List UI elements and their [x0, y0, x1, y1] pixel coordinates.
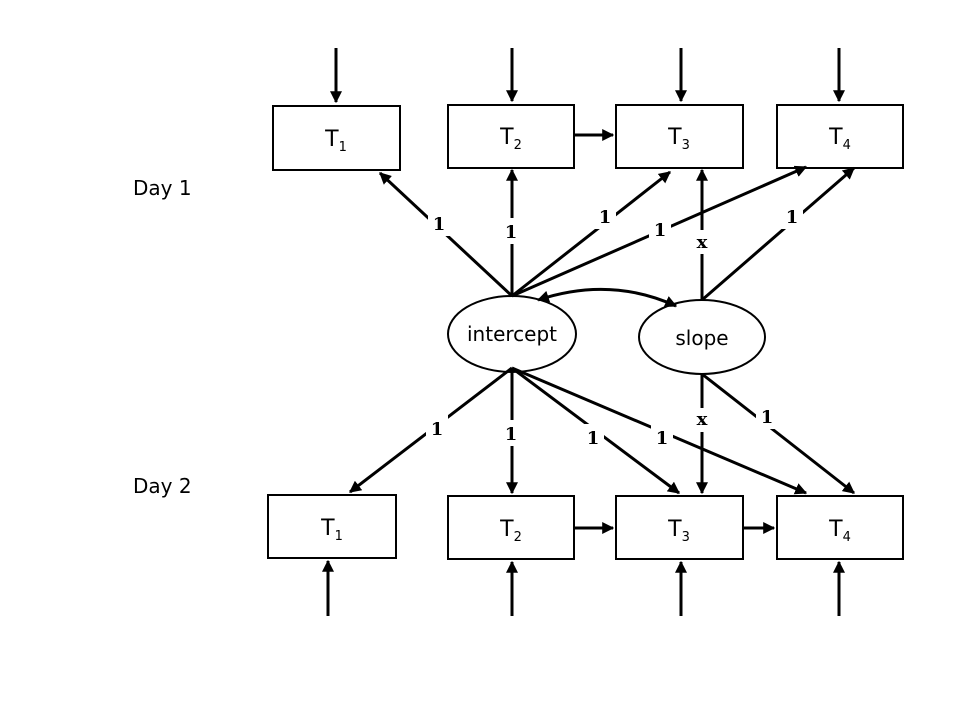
- label-d1-intercept-t1: 1: [433, 214, 446, 235]
- svg-text:T4: T4: [828, 517, 851, 545]
- loading-d1-intercept-t3: [511, 170, 671, 298]
- node-main: T: [667, 517, 682, 542]
- intercept-label: intercept: [467, 322, 557, 346]
- node-main: T: [667, 125, 682, 150]
- day2-node-t3: T3: [615, 495, 744, 560]
- svg-text:T1: T1: [324, 127, 347, 155]
- node-main: T: [828, 517, 843, 542]
- day1-error-arrows: [330, 48, 845, 104]
- node-sub: 4: [843, 530, 851, 545]
- node-sub: 2: [514, 530, 522, 545]
- node-main: T: [324, 127, 339, 152]
- label-d2-slope-t4: 1: [761, 407, 774, 428]
- label-d2-intercept-t4: 1: [656, 428, 669, 449]
- day2-error-arrows: [322, 559, 845, 616]
- day2-nodes: T1 T2 T3 T4: [267, 494, 904, 560]
- node-main: T: [499, 517, 514, 542]
- label-d1-intercept-t3: 1: [599, 207, 612, 228]
- svg-text:T3: T3: [667, 517, 690, 545]
- node-sub: 3: [682, 138, 690, 153]
- node-sub: 4: [843, 138, 851, 153]
- day2-loading-labels: 1 1 1 1 x 1: [426, 403, 778, 450]
- day1-node-t3: T3: [615, 104, 744, 169]
- day1-node-t2: T2: [447, 104, 575, 169]
- day2-node-t4: T4: [776, 495, 904, 560]
- svg-text:T3: T3: [667, 125, 690, 153]
- slope-factor: slope: [638, 299, 766, 375]
- label-d2-intercept-t2: 1: [505, 424, 518, 445]
- loading-d2-slope-t4: [701, 372, 855, 495]
- label-d2-slope-t3: x: [697, 409, 708, 430]
- node-main: T: [499, 125, 514, 150]
- node-sub: 1: [335, 529, 343, 544]
- svg-text:T4: T4: [828, 125, 851, 153]
- node-main: T: [320, 516, 335, 541]
- svg-text:T1: T1: [320, 516, 343, 544]
- label-d1-slope-t3: x: [697, 232, 708, 253]
- label-d2-intercept-t3: 1: [587, 428, 600, 449]
- svg-text:T2: T2: [499, 517, 522, 545]
- day2-label: Day 2: [133, 474, 192, 498]
- node-sub: 3: [682, 530, 690, 545]
- day1-loadings: [378, 165, 855, 302]
- day1-loading-labels: 1 1 1 1 x 1: [428, 203, 803, 254]
- node-sub: 2: [514, 138, 522, 153]
- day2-node-t1: T1: [267, 494, 397, 559]
- label-d1-intercept-t4: 1: [654, 220, 667, 241]
- day1-nodes: T1 T2 T3 T4: [272, 104, 904, 171]
- svg-text:T2: T2: [499, 125, 522, 153]
- label-d2-intercept-t1: 1: [431, 419, 444, 440]
- slope-label: slope: [675, 326, 728, 350]
- day2-node-t2: T2: [447, 495, 575, 560]
- label-d1-slope-t4: 1: [786, 207, 799, 228]
- intercept-factor: intercept: [447, 295, 577, 373]
- day1-node-t1: T1: [272, 105, 401, 171]
- node-sub: 1: [339, 140, 347, 155]
- label-d1-intercept-t2: 1: [505, 222, 518, 243]
- day1-node-t4: T4: [776, 104, 904, 169]
- node-main: T: [828, 125, 843, 150]
- loading-d1-slope-t4: [701, 166, 855, 302]
- day1-label: Day 1: [133, 176, 192, 200]
- intercept-slope-covariance: [536, 287, 678, 308]
